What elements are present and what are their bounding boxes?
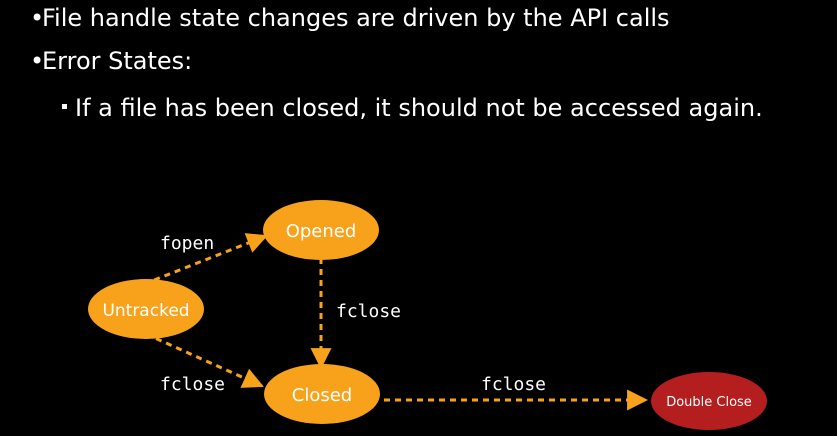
state-closed-label: Closed — [292, 385, 352, 406]
edge-label-untracked-fclose: fclose — [160, 374, 225, 395]
bullet-text: Error States: — [42, 47, 193, 75]
edge-label-fopen: fopen — [160, 233, 214, 254]
bullet-text: File handle state changes are driven by … — [42, 4, 670, 32]
state-double-close-label: Double Close — [666, 395, 752, 410]
state-untracked-node — [88, 279, 204, 339]
state-double-close-node — [651, 372, 767, 430]
state-untracked-label: Untracked — [102, 301, 189, 321]
bullet-item: •File handle state changes are driven by… — [30, 3, 670, 33]
bullet-item: •Error States: — [30, 46, 192, 76]
edge-label-double-fclose: fclose — [481, 374, 546, 395]
bullet-marker: • — [30, 4, 45, 32]
bullet-marker: • — [30, 47, 45, 75]
state-opened-node — [263, 200, 379, 260]
state-closed-node — [264, 364, 380, 424]
edge-label-opened-fclose: fclose — [336, 301, 401, 322]
sub-bullet-item: If a file has been closed, it should not… — [62, 93, 763, 123]
bullet-text: If a file has been closed, it should not… — [75, 94, 763, 122]
sub-bullet-marker — [62, 103, 67, 109]
state-opened-label: Opened — [286, 221, 357, 242]
